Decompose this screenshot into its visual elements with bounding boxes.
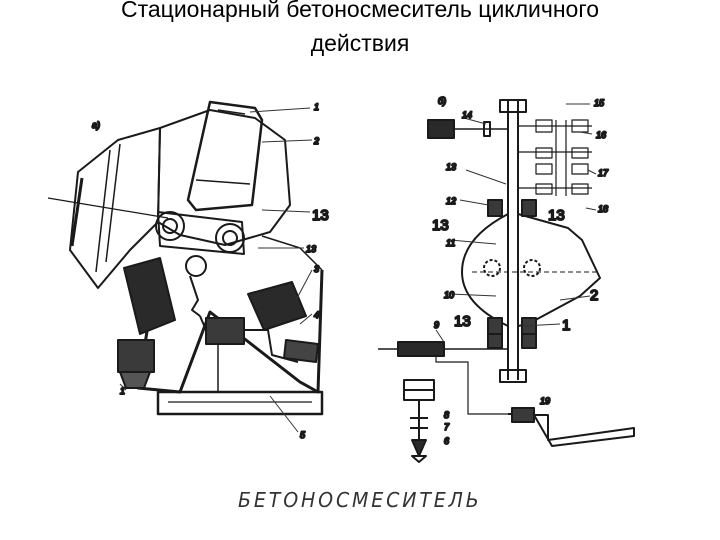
right-label-19: 19 <box>540 396 550 406</box>
right-label-12: 12 <box>446 196 456 206</box>
right-label-17: 17 <box>598 168 609 178</box>
title-line-2: действия <box>310 30 410 56</box>
hopper <box>186 100 264 212</box>
right-label-14: 14 <box>462 110 472 120</box>
panel-label-b: б) <box>438 96 446 106</box>
right-label-2: 2 <box>590 287 598 304</box>
drum-cone <box>69 127 161 289</box>
left-label-1b: 1 <box>120 386 125 396</box>
handwritten-caption: БЕТОНОСМЕСИТЕЛЬ <box>238 488 482 512</box>
right-label-8: 8 <box>444 410 449 420</box>
left-view: а) 1 2 13 13 3 4 5 1 <box>47 100 330 441</box>
right-label-7: 7 <box>444 422 450 432</box>
drum-profile <box>517 213 601 327</box>
right-label-16: 16 <box>596 130 606 140</box>
title-line-1: Стационарный бетоносмеситель цикличного <box>120 0 600 22</box>
left-label-3: 3 <box>314 264 319 274</box>
slide-title: Стационарный бетоносмеситель цикличного … <box>0 0 720 60</box>
gearbox <box>123 257 176 335</box>
right-label-13d: 13 <box>454 313 471 330</box>
right-label-6: 6 <box>444 436 449 446</box>
right-label-13a: 13 <box>446 162 456 172</box>
right-label-13c: 13 <box>432 217 449 234</box>
right-label-10: 10 <box>444 290 454 300</box>
panel-label-a: а) <box>92 120 100 130</box>
right-label-18: 18 <box>598 204 608 214</box>
right-label-13b: 13 <box>548 207 565 224</box>
drum-body <box>157 109 291 246</box>
motor <box>247 281 307 331</box>
left-label-1: 1 <box>314 102 319 112</box>
right-label-15: 15 <box>594 98 605 108</box>
left-label-13a: 13 <box>312 207 329 224</box>
right-label-1: 1 <box>562 317 570 334</box>
right-label-11: 11 <box>446 238 455 248</box>
right-label-9: 9 <box>434 320 439 330</box>
left-label-4: 4 <box>314 310 319 320</box>
left-label-13b: 13 <box>306 244 316 254</box>
left-label-2: 2 <box>313 136 319 146</box>
right-view: б) 14 15 16 13 17 12 18 13 13 11 10 13 2… <box>378 95 635 463</box>
left-label-5: 5 <box>300 430 306 440</box>
